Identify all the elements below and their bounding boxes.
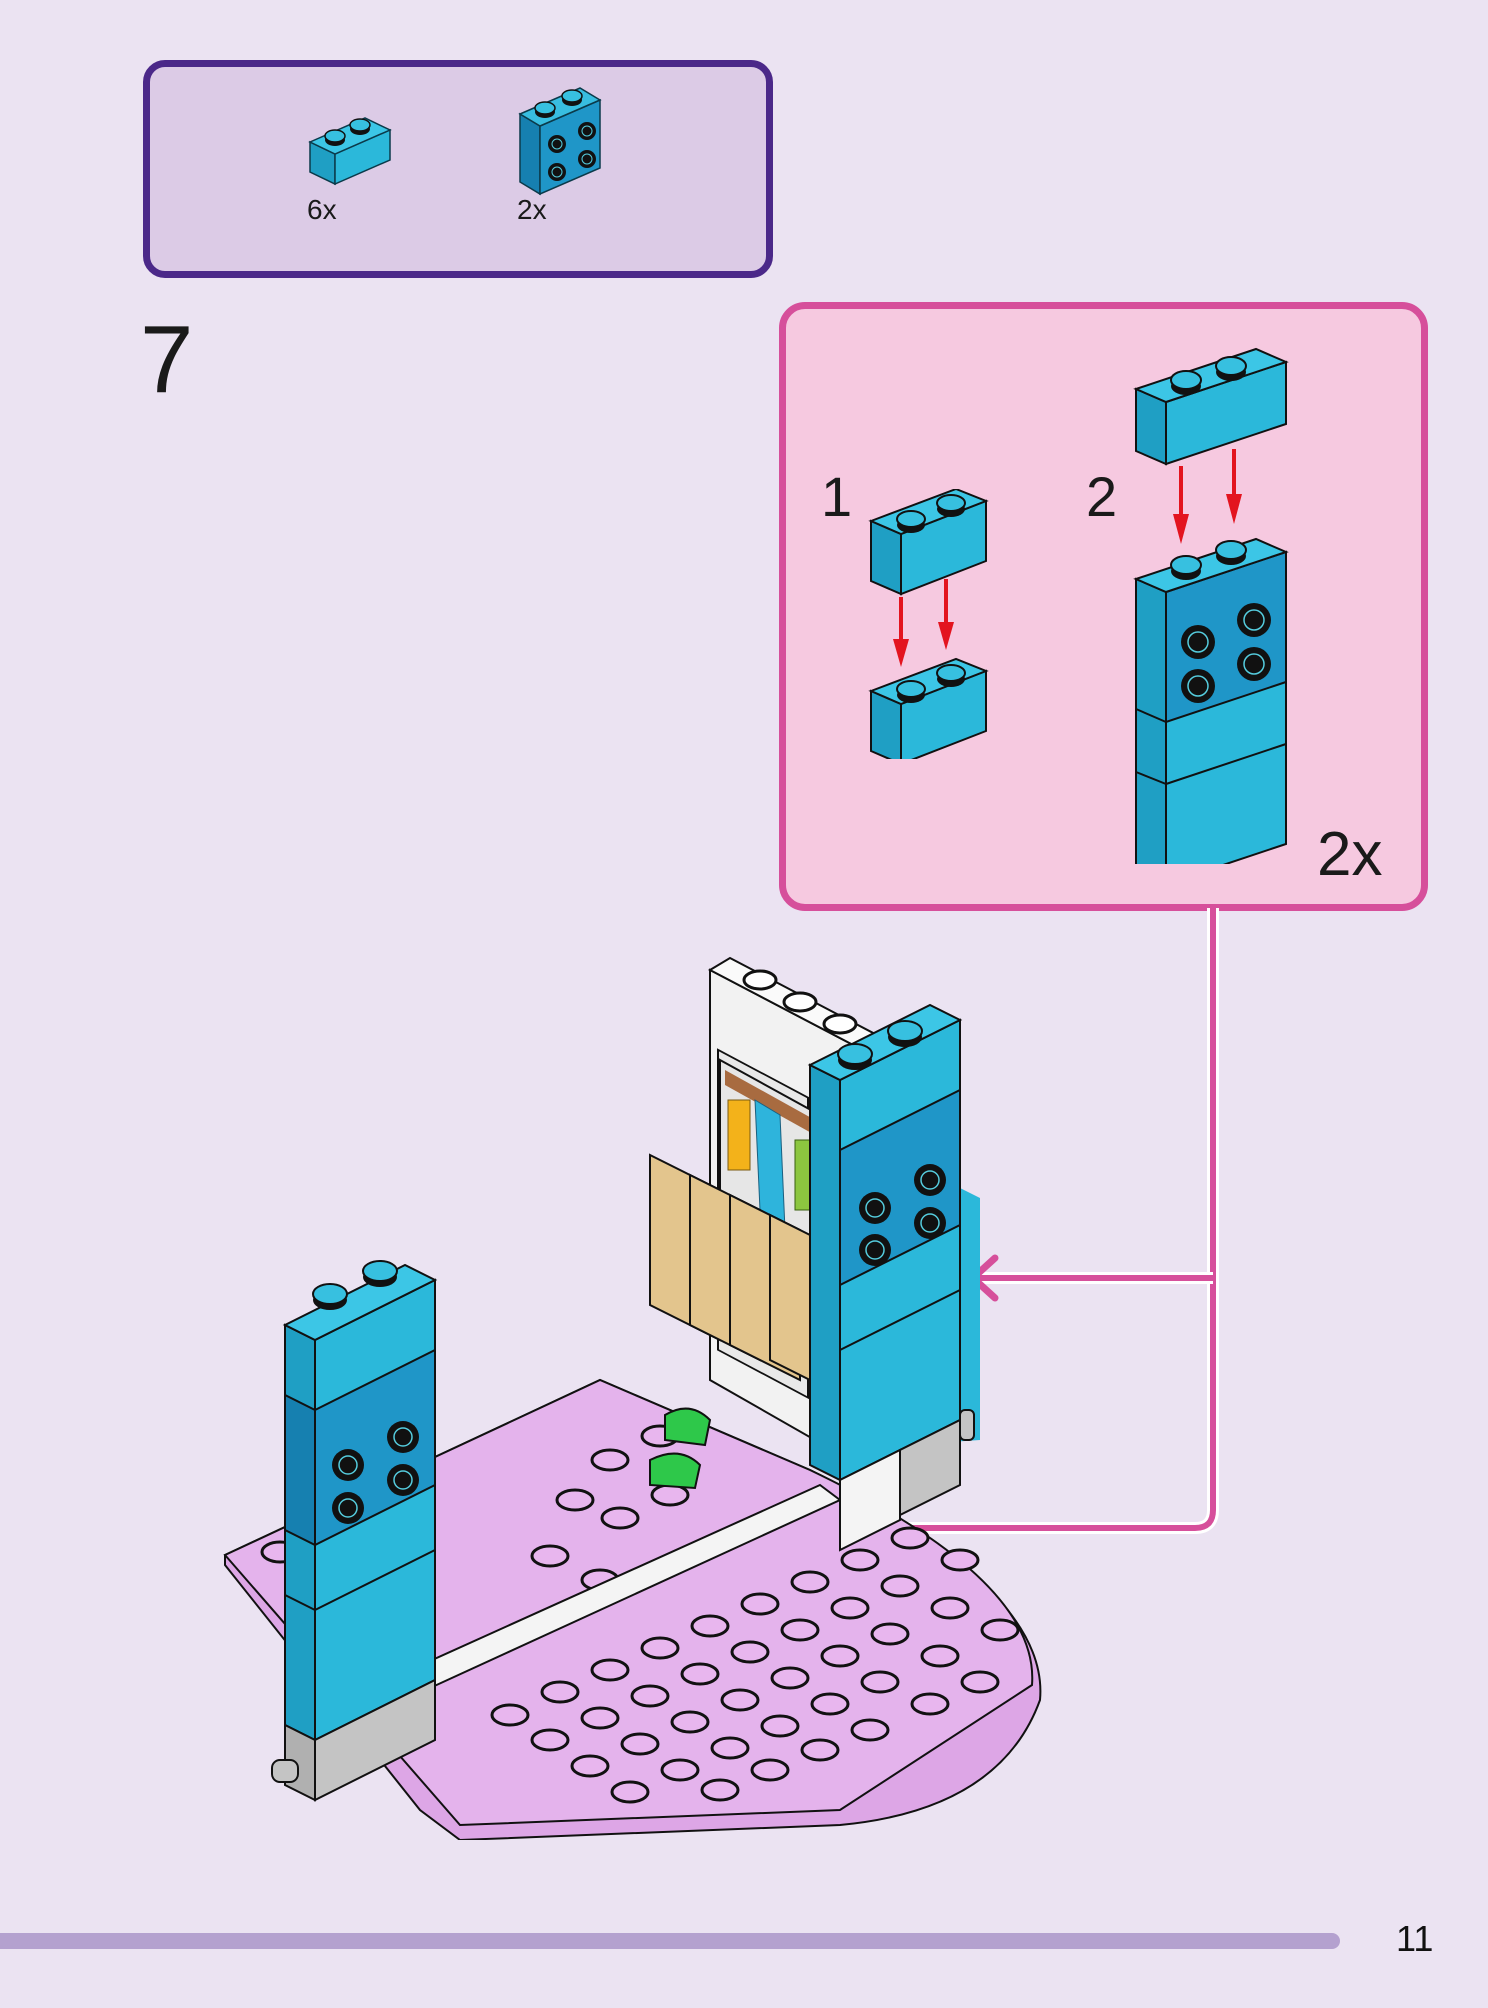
sub-step-label: 2 [1086,465,1118,528]
sub-step-label: 1 [821,465,853,528]
left-blue-pillar [271,1260,438,1802]
part-quantity: 2x [517,194,547,225]
tan-shelf [649,1153,831,1392]
red-arrow [1173,449,1242,544]
part-item-side-stud-brick: 2x [515,82,625,225]
main-model-illustration [223,956,1042,1840]
brick-1x2-icon [308,117,392,186]
brick-stack [1133,537,1289,864]
green-pieces [649,1407,712,1490]
sub-step-2-illustration [1133,347,1289,864]
page-number: 11 [1396,1918,1434,1959]
step-number: 7 [140,306,194,413]
red-arrow [893,579,954,667]
part-quantity: 6x [307,194,337,225]
brick-upper [868,489,989,596]
right-blue-pillar [807,1003,980,1552]
brick-lower [868,657,989,759]
brick-side-studs-icon [518,87,602,196]
parts-list-box: 6x 2x [143,60,773,278]
sub-assembly-box: 1 2 [779,302,1428,911]
brick-top [1133,347,1289,466]
callout-line [535,908,1216,1531]
sub-assembly-multiplier: 2x [1317,820,1383,889]
part-item-1x2-brick: 6x [305,102,415,225]
footer-progress-bar [0,1933,1340,1949]
sub-step-1-illustration [868,489,989,759]
